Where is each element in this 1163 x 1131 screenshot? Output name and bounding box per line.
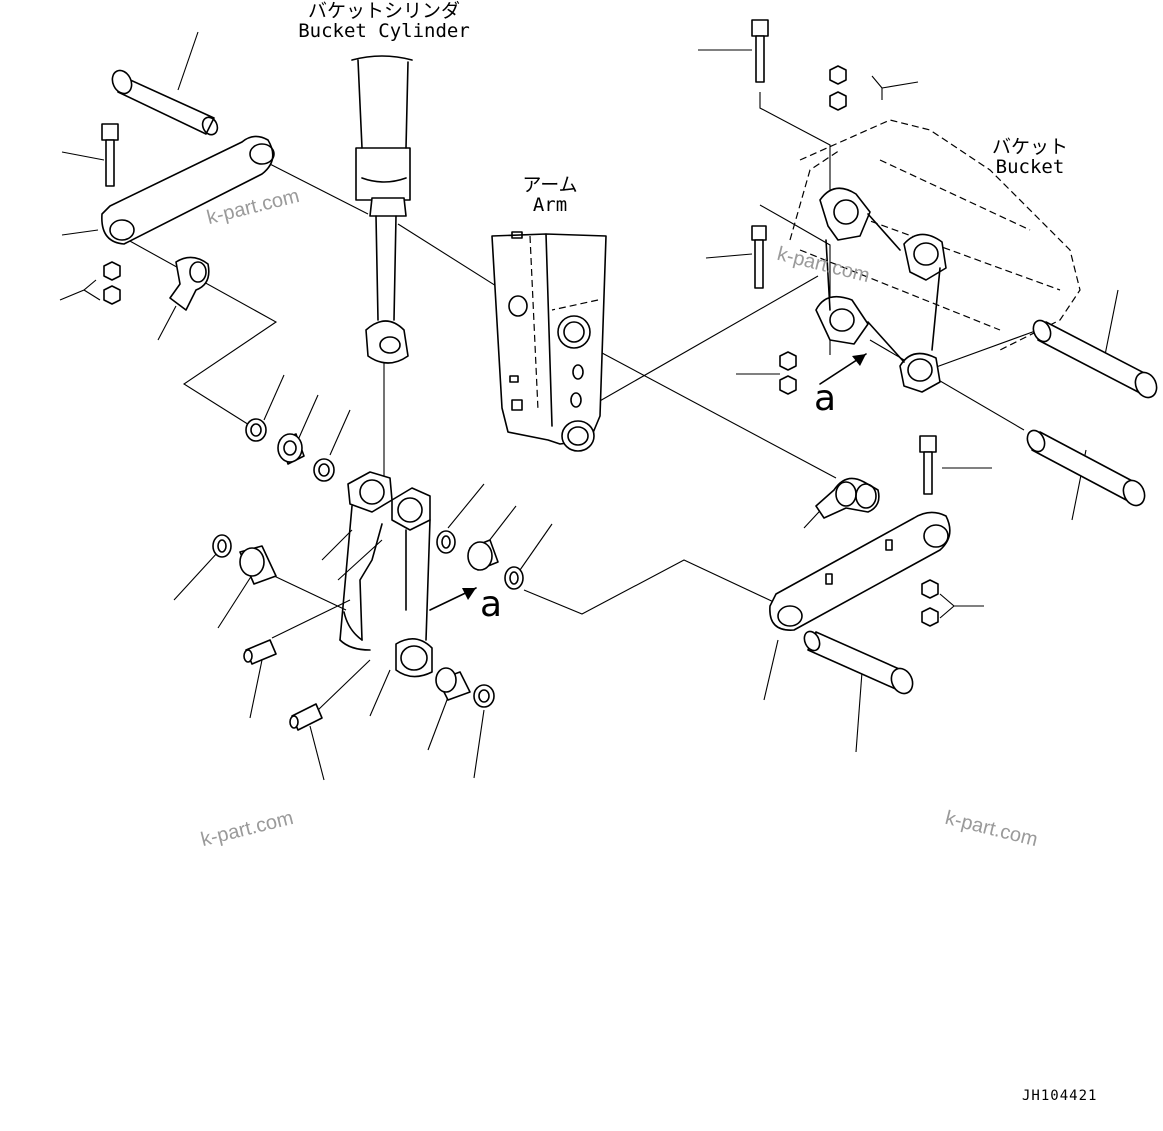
bolt-nuts-right-lower [919, 435, 939, 627]
view-arrows [429, 353, 867, 611]
arm [491, 231, 607, 452]
nuts-left [103, 261, 121, 305]
pin-lower-right [803, 630, 914, 695]
seals-bushings-lower-left [212, 534, 277, 585]
seals-bushings-right [435, 530, 524, 708]
arm-label-en: Arm [532, 193, 568, 216]
view-marker-a-right: a [814, 378, 837, 419]
pin-top-left [111, 69, 219, 136]
seals-bushings-upper [245, 418, 335, 482]
bucket-cylinder-label-en: Bucket Cylinder [298, 19, 470, 42]
bucket-label-en: Bucket [995, 155, 1065, 178]
bucket-cylinder-label-jp: バケットシリンダ [307, 0, 460, 22]
bolts-nuts-top-right [751, 19, 847, 395]
bucket-label-jp: バケット [991, 136, 1068, 158]
h-link [339, 471, 433, 678]
arm-label-jp: アーム [522, 174, 578, 196]
shim-plate-right [815, 477, 880, 519]
view-marker-a-left: a [480, 584, 503, 625]
drawing-code: JH104421 [1022, 1088, 1098, 1104]
shim-plate-left [169, 256, 210, 311]
bucket-cylinder-label: バケットシリンダ Bucket Cylinder [284, 0, 484, 42]
bolt-top-left [101, 123, 119, 187]
grease-fittings [243, 639, 323, 731]
link-upper-left [101, 135, 275, 245]
bucket [789, 119, 1081, 393]
bucket-pins-right [1026, 319, 1158, 507]
bucket-label: バケット Bucket [984, 136, 1076, 178]
link-lower-right [769, 511, 951, 631]
arm-label: アーム Arm [508, 174, 592, 216]
leader-lines [59, 31, 1119, 781]
bucket-cylinder [351, 55, 413, 364]
